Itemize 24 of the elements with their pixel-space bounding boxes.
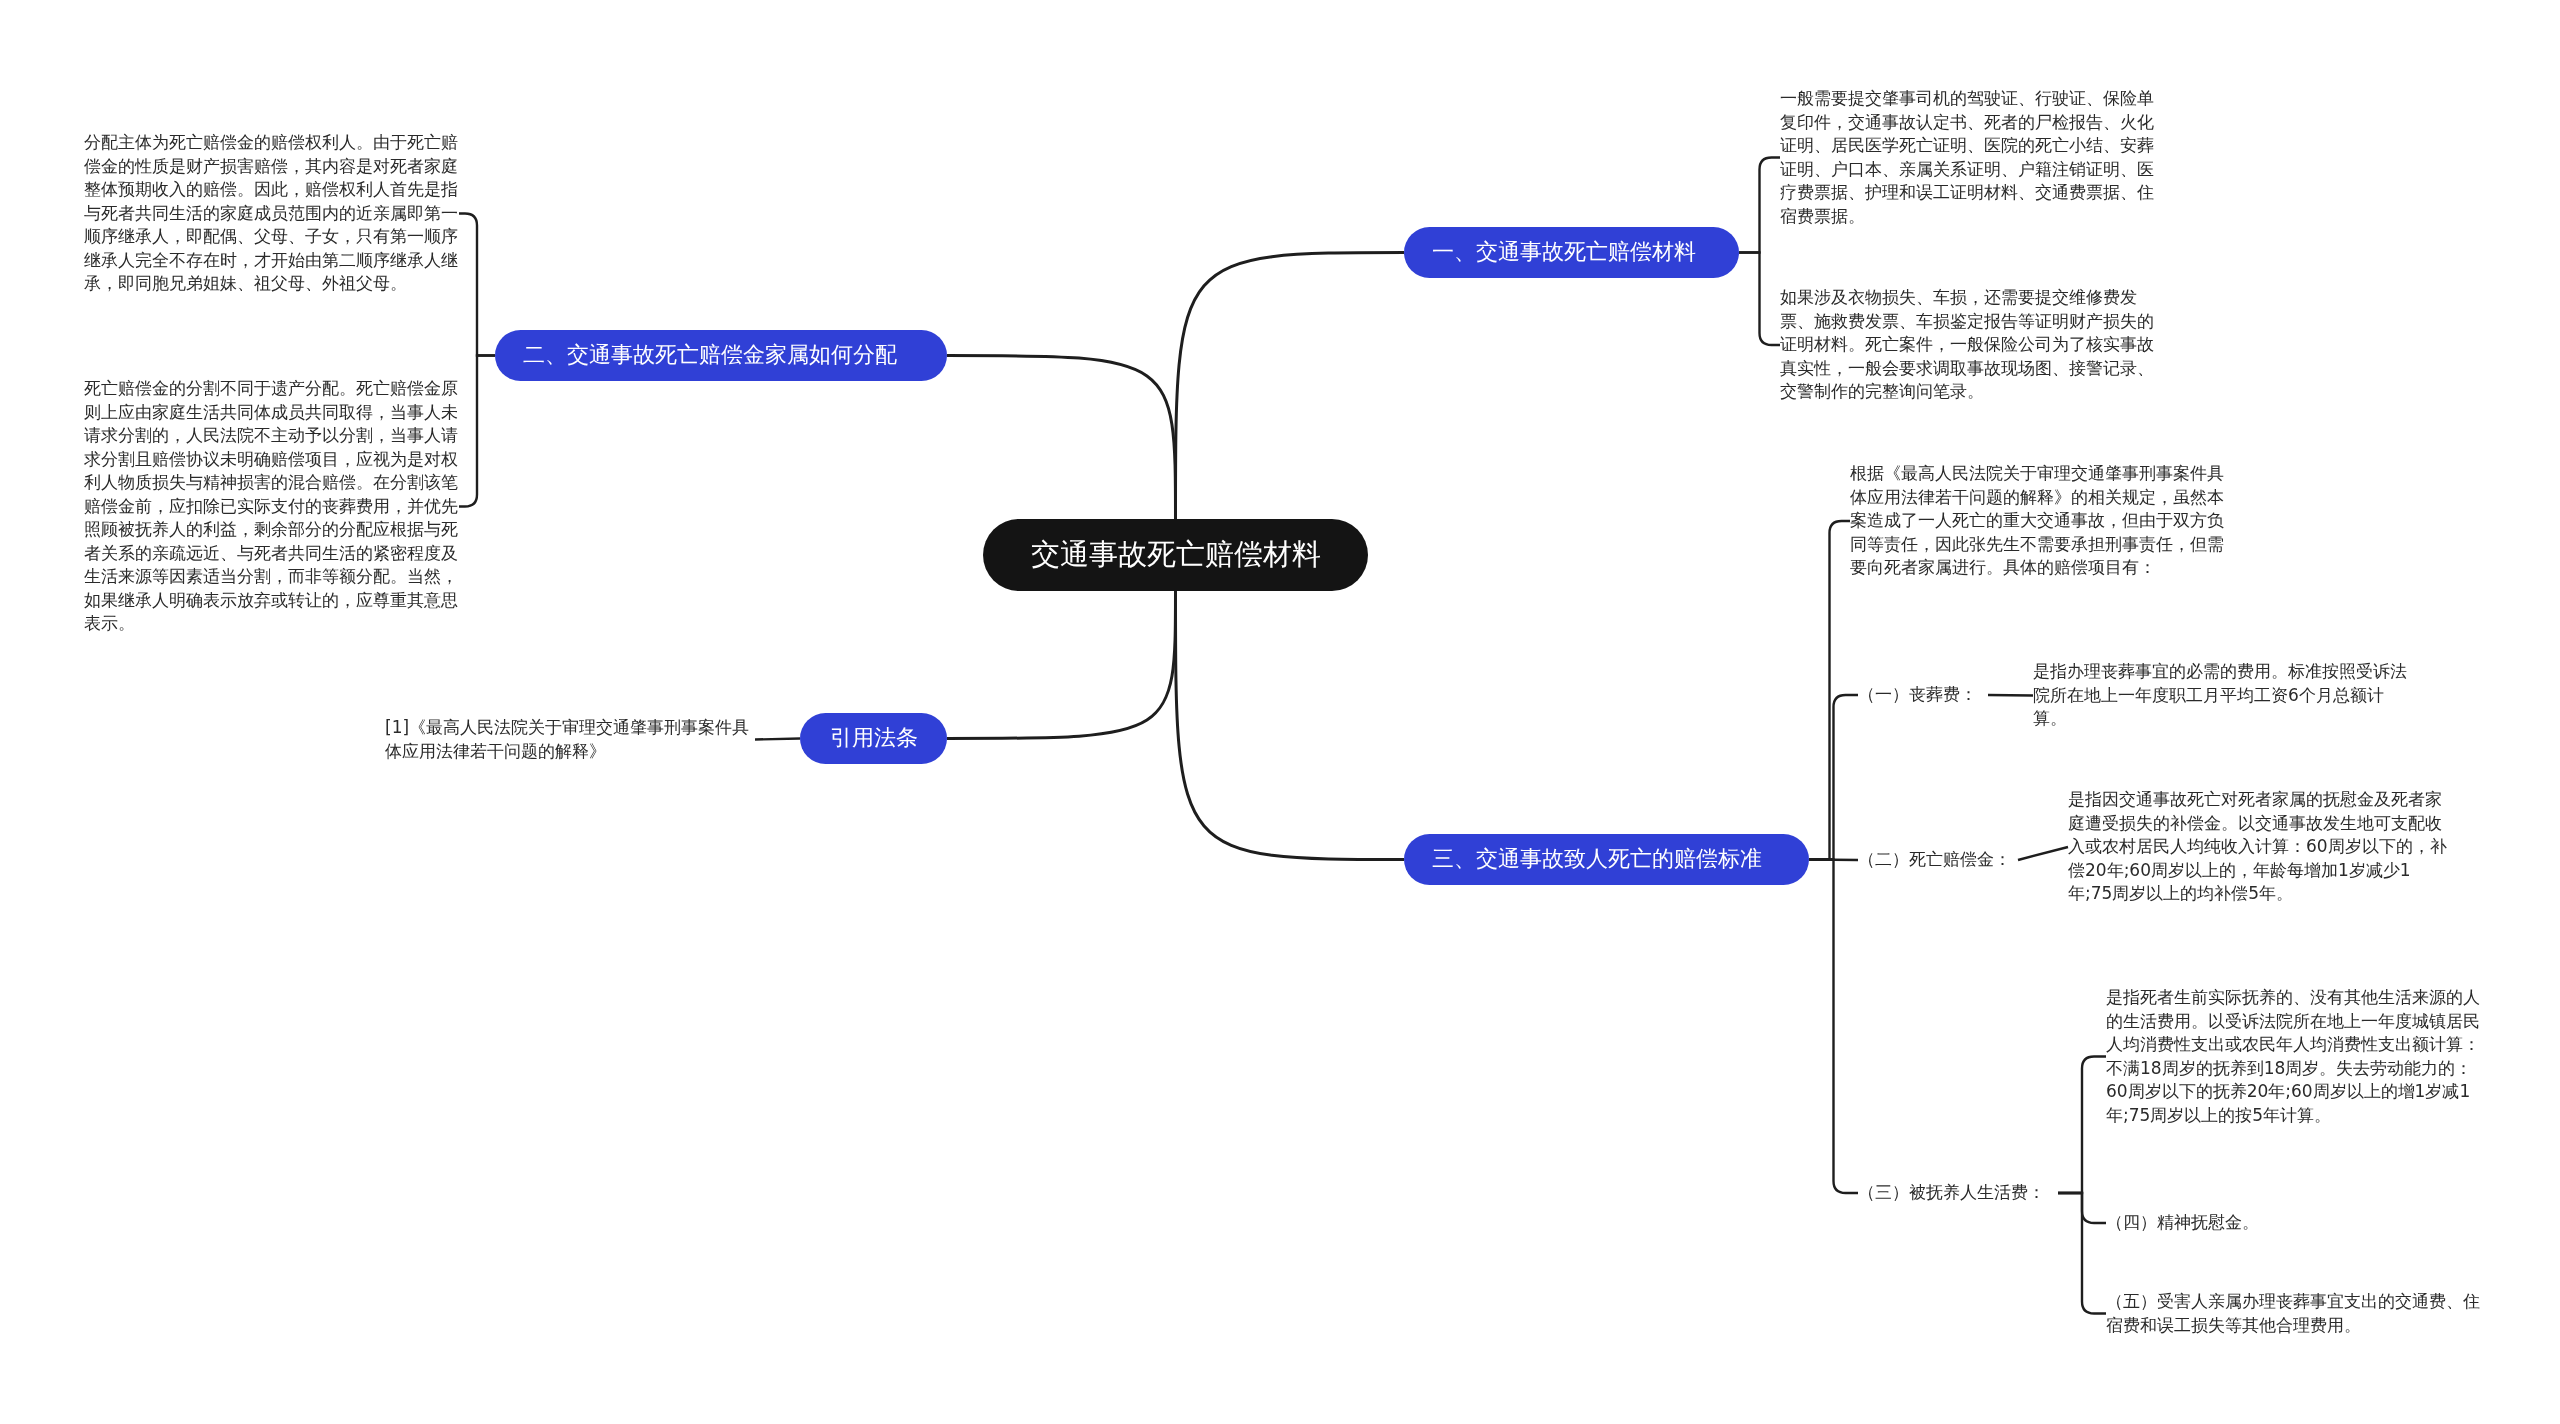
root-topic: 交通事故死亡赔偿材料	[983, 519, 1368, 591]
note-text: 一般需要提交肇事司机的驾驶证、行驶证、保险单复印件，交通事故认定书、死者的尸检报告、火化证明、居民医学死亡证明、医院的死亡小结、安葬证明、户口本、亲属关系证明、户籍注销证明、医疗费票据、护理和误工证明材料、交通费票据、住宿费票据。	[1780, 87, 2160, 228]
note-text: （一）丧葬费：	[1858, 683, 1988, 707]
note-text: 是指因交通事故死亡对死者家属的抚慰金及死者家庭遭受损失的补偿金。以交通事故发生地可支配收入或农村居民人均纯收入计算：60周岁以下的，补偿20年;60周岁以上的，年龄每增加1岁减少1年;75周岁以上的均补偿5年。	[2068, 788, 2448, 906]
note-text: [1]《最高人民法院关于审理交通肇事刑事案件具体应用法律若干问题的解释》	[385, 716, 755, 763]
note-text: 分配主体为死亡赔偿金的赔偿权利人。由于死亡赔偿金的性质是财产损害赔偿，其内容是对死者家庭整体预期收入的赔偿。因此，赔偿权利人首先是指与死者共同生活的家庭成员范围内的近亲属即第一顺序继承人，即配偶、父母、子女，只有第一顺序继承人完全不存在时，才开始由第二顺序继承人继承，即同胞兄弟姐妹、祖父母、外祖父母。	[84, 131, 459, 296]
topic-pill: 一、交通事故死亡赔偿材料	[1404, 227, 1739, 278]
note-text: （五）受害人亲属办理丧葬事宜支出的交通费、住宿费和误工损失等其他合理费用。	[2106, 1290, 2486, 1337]
connector-line	[947, 354, 1177, 519]
topic-pill: 三、交通事故致人死亡的赔偿标准	[1404, 834, 1809, 885]
note-text: （三）被抚养人生活费：	[1858, 1181, 2058, 1205]
connector-line	[1988, 693, 2033, 697]
note-text: 如果涉及衣物损失、车损，还需要提交维修费发票、施救费发票、车损鉴定报告等证明财产损失的证明材料。死亡案件，一般保险公司为了核实事故真实性，一般会要求调取事故现场图、接警记录、交警制作的完整询问笔录。	[1780, 286, 2160, 404]
note-text: （四）精神抚慰金。	[2106, 1211, 2306, 1235]
connector-line	[2017, 845, 2069, 862]
note-text: （二）死亡赔偿金：	[1858, 848, 2018, 872]
note-text: 死亡赔偿金的分割不同于遗产分配。死亡赔偿金原则上应由家庭生活共同体成员共同取得，当事人未请求分割的，人民法院不主动予以分割，当事人请求分割且赔偿协议未明确赔偿项目，应视为是对权利人物质损失与精神损害的混合赔偿。在分割该笔赔偿金前，应扣除已实际支付的丧葬费用，并优先照顾被抚养人的利益，剩余部分的分配应根据与死者关系的亲疏远近、与死者共同生活的紧密程度及生活来源等因素适当分割，而非等额分配。当然，如果继承人明确表示放弃或转让的，应尊重其意思表示。	[84, 377, 459, 636]
note-text: 是指死者生前实际抚养的、没有其他生活来源的人的生活费用。以受诉法院所在地上一年度城镇居民人均消费性支出或农民年人均消费性支出额计算：不满18周岁的抚养到18周岁。失去劳动能力的：60周岁以下的抚养20年;60周岁以上的增1岁减1年;75周岁以上的按5年计算。	[2106, 986, 2486, 1127]
connector-line	[1174, 591, 1404, 861]
topic-pill: 引用法条	[800, 713, 947, 764]
connector-line	[754, 737, 801, 741]
topic-pill: 二、交通事故死亡赔偿金家属如何分配	[495, 330, 947, 381]
note-text: 是指办理丧葬事宜的必需的费用。标准按照受诉法院所在地上一年度职工月平均工资6个月总额计算。	[2033, 660, 2411, 731]
note-text: 根据《最高人民法院关于审理交通肇事刑事案件具体应用法律若干问题的解释》的相关规定，虽然本案造成了一人死亡的重大交通事故，但由于双方负同等责任，因此张先生不需要承担刑事责任，但需要向死者家属进行。具体的赔偿项目有：	[1850, 462, 2228, 580]
